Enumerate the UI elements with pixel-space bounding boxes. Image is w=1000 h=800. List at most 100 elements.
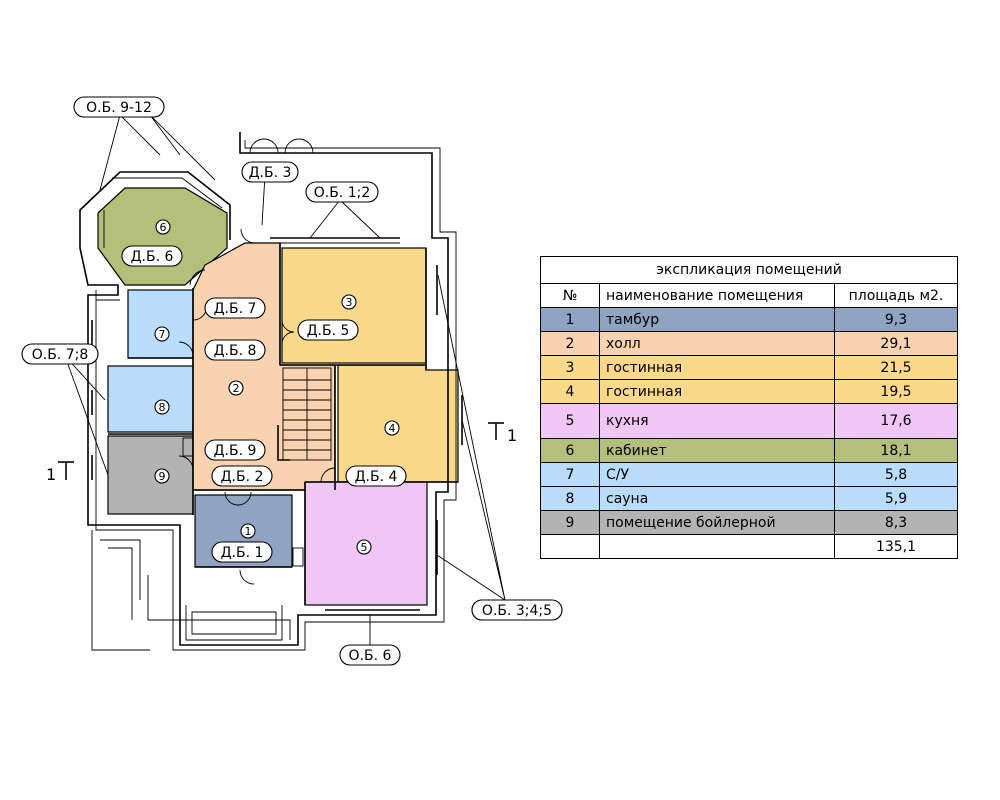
table-caption-row: экспликация помещений — [540, 256, 958, 284]
floor-plan: 1 1 6 7 8 9 2 3 4 1 5 — [21, 96, 535, 666]
room-9-boiler[interactable] — [107, 435, 194, 515]
svg-text:5: 5 — [361, 541, 368, 554]
door-tag-db5[interactable]: Д.Б. 5 — [297, 319, 359, 341]
header-num: № — [540, 283, 600, 308]
svg-text:О.Б. 7;8: О.Б. 7;8 — [32, 347, 89, 363]
header-area: площадь м2. — [834, 283, 958, 308]
svg-text:7: 7 — [159, 328, 166, 341]
room-explication-table: экспликация помещений № наименование пом… — [540, 256, 958, 559]
table-total-row: 135,1 — [540, 534, 958, 559]
room-number-9: 9 — [154, 468, 170, 484]
cell-area: 29,1 — [834, 331, 958, 356]
svg-text:Д.Б. 2: Д.Б. 2 — [221, 469, 264, 485]
room-number-7: 7 — [154, 326, 170, 342]
svg-text:Д.Б. 3: Д.Б. 3 — [249, 165, 292, 181]
svg-text:3: 3 — [346, 296, 353, 309]
cell-area: 5,8 — [834, 462, 958, 487]
room-number-2: 2 — [228, 380, 244, 396]
svg-text:Д.Б. 1: Д.Б. 1 — [221, 545, 264, 561]
cell-name: тамбур — [599, 307, 835, 332]
room-number-5: 5 — [356, 539, 372, 555]
cell-name: помещение бойлерной — [599, 510, 835, 535]
cell-area: 8,3 — [834, 510, 958, 535]
door-tag-db9[interactable]: Д.Б. 9 — [204, 439, 266, 461]
svg-text:1: 1 — [245, 525, 252, 538]
svg-text:О.Б. 6: О.Б. 6 — [349, 648, 392, 664]
total-num-empty — [540, 534, 600, 559]
cell-area: 18,1 — [834, 438, 958, 463]
cell-name: гостинная — [599, 355, 835, 380]
section-mark-left: 1 — [46, 461, 74, 484]
svg-text:Д.Б. 9: Д.Б. 9 — [214, 443, 257, 459]
cell-num: 9 — [540, 510, 600, 535]
total-name-empty — [599, 534, 835, 559]
cell-num: 1 — [540, 307, 600, 332]
svg-text:9: 9 — [159, 470, 166, 483]
cell-name: сауна — [599, 486, 835, 511]
windows — [91, 237, 463, 611]
door-swings — [178, 138, 336, 585]
table-header-row: № наименование помещения площадь м2. — [540, 283, 958, 308]
table-title: экспликация помещений — [540, 256, 958, 284]
cell-num: 6 — [540, 438, 600, 463]
window-tag-ob912[interactable]: О.Б. 9-12 — [73, 96, 165, 118]
cell-name: С/У — [599, 462, 835, 487]
svg-text:Д.Б. 5: Д.Б. 5 — [307, 323, 350, 339]
svg-text:Д.Б. 4: Д.Б. 4 — [355, 469, 398, 485]
svg-text:Д.Б. 6: Д.Б. 6 — [131, 249, 174, 265]
svg-text:О.Б. 9-12: О.Б. 9-12 — [86, 100, 152, 116]
room-number-3: 3 — [341, 294, 357, 310]
room-7-wc[interactable] — [127, 289, 194, 359]
door-tag-db6[interactable]: Д.Б. 6 — [121, 245, 183, 267]
svg-text:4: 4 — [389, 422, 396, 435]
door-tag-db3[interactable]: Д.Б. 3 — [241, 161, 299, 183]
door-tag-db2[interactable]: Д.Б. 2 — [211, 465, 273, 487]
total-area: 135,1 — [834, 534, 958, 559]
cell-num: 4 — [540, 379, 600, 404]
window-tag-ob12[interactable]: О.Б. 1;2 — [305, 181, 379, 203]
door-tag-db7[interactable]: Д.Б. 7 — [204, 297, 266, 319]
section-mark-right-text: 1 — [507, 426, 517, 445]
svg-text:2: 2 — [233, 382, 240, 395]
section-mark-left-text: 1 — [46, 465, 56, 484]
interior-walls — [108, 243, 458, 605]
leader-lines — [64, 114, 506, 645]
room-8-sauna[interactable] — [107, 365, 194, 433]
door-tag-db4[interactable]: Д.Б. 4 — [345, 465, 407, 487]
cell-area: 5,9 — [834, 486, 958, 511]
cell-name: кабинет — [599, 438, 835, 463]
svg-text:Д.Б. 7: Д.Б. 7 — [214, 301, 257, 317]
cell-area: 19,5 — [834, 379, 958, 404]
staircase — [277, 367, 332, 461]
cell-num: 2 — [540, 331, 600, 356]
outer-walls — [79, 132, 457, 651]
section-mark-right: 1 — [488, 422, 517, 445]
svg-text:8: 8 — [159, 401, 166, 414]
window-tag-ob6[interactable]: О.Б. 6 — [339, 644, 401, 666]
svg-text:О.Б. 1;2: О.Б. 1;2 — [314, 185, 371, 201]
cell-num: 3 — [540, 355, 600, 380]
room-number-8: 8 — [154, 399, 170, 415]
window-tag-ob345-label: О.Б. 3;4;5 — [471, 599, 563, 621]
door-tag-db8[interactable]: Д.Б. 8 — [204, 339, 266, 361]
door-tag-db1[interactable]: Д.Б. 1 — [211, 541, 273, 563]
room-number-6: 6 — [155, 219, 171, 235]
cell-name: гостинная — [599, 379, 835, 404]
cell-num: 7 — [540, 462, 600, 487]
svg-text:Д.Б. 8: Д.Б. 8 — [214, 343, 257, 359]
cell-num: 8 — [540, 486, 600, 511]
cell-area: 9,3 — [834, 307, 958, 332]
window-tag-ob78[interactable]: О.Б. 7;8 — [21, 343, 99, 365]
cell-name: кухня — [599, 403, 835, 439]
porch — [91, 437, 304, 651]
